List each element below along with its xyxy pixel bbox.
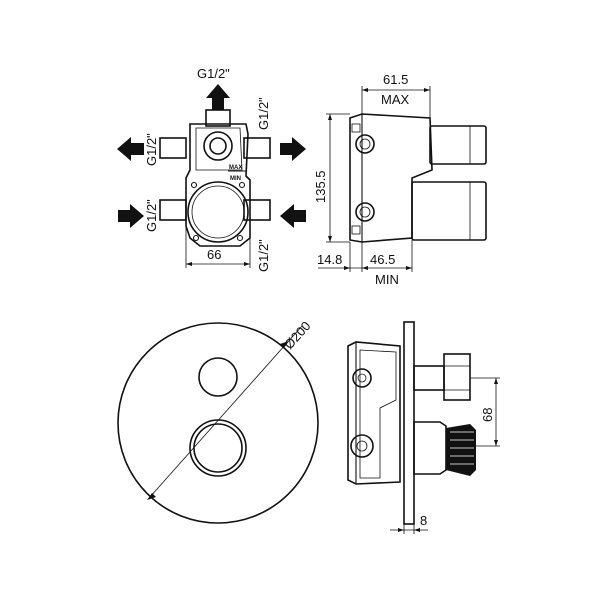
thermostat-knob-inner xyxy=(193,423,243,473)
inlet-arrow-right-icon xyxy=(118,204,144,228)
min-marker: MIN xyxy=(230,176,241,182)
dimension-61-5 xyxy=(361,86,431,118)
diameter-200-label: Ø200 xyxy=(281,318,313,352)
bolt-left-upper xyxy=(190,181,198,189)
left-lower-pipe-stub xyxy=(159,199,187,221)
side-lower-port xyxy=(355,202,375,222)
selector-knob-circle xyxy=(198,357,238,397)
thermostat-knob-grip xyxy=(446,424,476,476)
valve-body-outline xyxy=(185,123,251,247)
right-upper-pipe-stub xyxy=(243,137,271,159)
bolt-right-upper xyxy=(238,181,246,189)
spacing-68-label: 68 xyxy=(480,408,495,422)
thermostat-knob-outer xyxy=(189,419,247,477)
cover-plate-side xyxy=(403,321,415,525)
side-upper-port xyxy=(355,134,375,154)
upper-port-inner xyxy=(209,137,227,155)
depth-46-label: 46.5 xyxy=(370,252,395,267)
lower-port-outer xyxy=(187,181,249,243)
dimension-66 xyxy=(185,226,251,268)
side-view-valve-body xyxy=(349,113,487,243)
thread-top-right-label: G1/2" xyxy=(256,97,271,130)
depth-min-label: MIN xyxy=(375,272,399,287)
arrow-left-icon xyxy=(117,137,144,161)
height-135-label: 135.5 xyxy=(313,170,328,203)
max-marker: MAX xyxy=(229,165,242,171)
thread-top-label: G1/2" xyxy=(197,66,230,81)
depth-14-label: 14.8 xyxy=(317,252,342,267)
left-upper-pipe-stub xyxy=(159,137,187,159)
assembled-lower-port xyxy=(350,434,374,458)
cover-plate-front-view xyxy=(117,322,319,524)
dimension-135-5 xyxy=(326,113,350,243)
diverter-handle xyxy=(443,353,471,401)
thread-left-upper-label: G1/2" xyxy=(144,133,159,166)
thermostat-knob-base xyxy=(413,421,447,475)
bolt-right-lower xyxy=(236,234,244,242)
plate-8-label: 8 xyxy=(420,513,427,528)
dimension-14-8-46-5 xyxy=(318,240,413,272)
thread-bottom-right-label: G1/2" xyxy=(256,239,271,272)
depth-max-value: 61.5 xyxy=(383,72,408,87)
upper-chamber-outline xyxy=(195,127,243,171)
diverter-stem xyxy=(413,365,445,391)
upper-spindle xyxy=(429,125,487,165)
dimension-68 xyxy=(470,377,500,447)
assembled-side-view xyxy=(347,321,476,525)
dimension-8 xyxy=(390,524,428,534)
assembled-upper-port xyxy=(352,368,372,388)
width-66-label: 66 xyxy=(207,247,221,262)
inlet-arrow-left-icon xyxy=(280,204,306,228)
thread-left-lower-label: G1/2" xyxy=(144,199,159,232)
side-body-outline xyxy=(349,113,433,243)
arrow-up-icon xyxy=(206,84,230,110)
front-view-valve-body: MAX MIN xyxy=(159,109,271,247)
upper-port-outer xyxy=(203,131,233,161)
cover-plate-circle xyxy=(117,322,319,524)
bolt-left-lower xyxy=(192,234,200,242)
lower-spindle xyxy=(411,181,487,241)
arrow-right-icon xyxy=(280,137,306,161)
depth-max-label: MAX xyxy=(381,92,410,107)
lower-port-inner xyxy=(191,185,245,239)
